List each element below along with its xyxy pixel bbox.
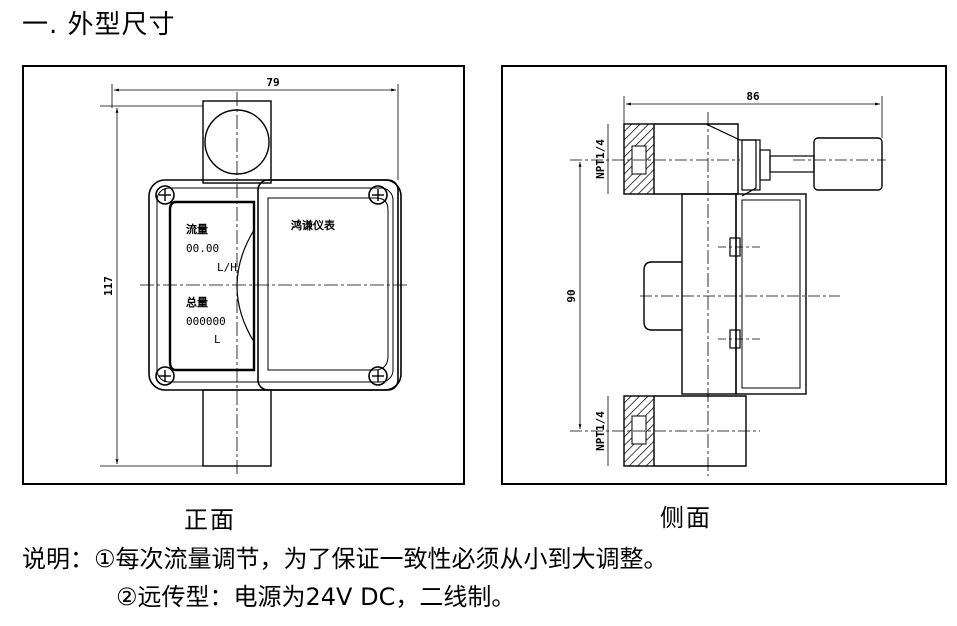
total-unit: L (214, 333, 221, 346)
note-line-2: ②远传型：电源为24V DC，二线制。 (116, 583, 516, 611)
side-view-caption: 侧面 (660, 504, 712, 532)
note-line-1: ①每次流量调节，为了保证一致性必须从小到大调整。 (94, 545, 668, 573)
device-brand-label: 鸿谦仪表 (291, 218, 336, 232)
screw-icon (368, 366, 388, 386)
screw-icon (155, 185, 175, 205)
flow-tube (681, 193, 737, 395)
flow-value: 00.00 (186, 242, 219, 255)
front-view-frame (22, 65, 465, 485)
side-knob (813, 137, 883, 191)
top-thread-label: NPT1/4 (594, 139, 607, 179)
side-height-dimension: 90 (565, 289, 578, 302)
screw-icon (368, 185, 388, 205)
front-width-dimension: 79 (266, 76, 279, 89)
bottom-thread-label: NPT1/4 (594, 411, 607, 451)
front-view-drawing: 79 117 鸿谦仪表 流量 00.00 L/H 总量 000000 L (22, 65, 465, 485)
side-view-frame (501, 65, 947, 485)
flow-label: 流量 (186, 222, 208, 236)
screw-icon (155, 366, 175, 386)
notes-label: 说明： (22, 545, 94, 573)
section-heading: 一. 外型尺寸 (22, 10, 176, 40)
display-window (168, 200, 256, 372)
front-view-caption: 正面 (184, 506, 236, 534)
front-height-dimension: 117 (102, 276, 115, 296)
notes: 说明：①每次流量调节，为了保证一致性必须从小到大调整。 ②远传型：电源为24V … (22, 540, 668, 616)
side-housing (735, 193, 807, 395)
total-label: 总量 (186, 295, 208, 309)
flow-unit: L/H (217, 261, 237, 274)
side-view-drawing: 86 90 NPT1/4 NPT1/4 (501, 65, 947, 485)
total-value: 000000 (186, 315, 226, 328)
side-width-dimension: 86 (746, 90, 760, 103)
